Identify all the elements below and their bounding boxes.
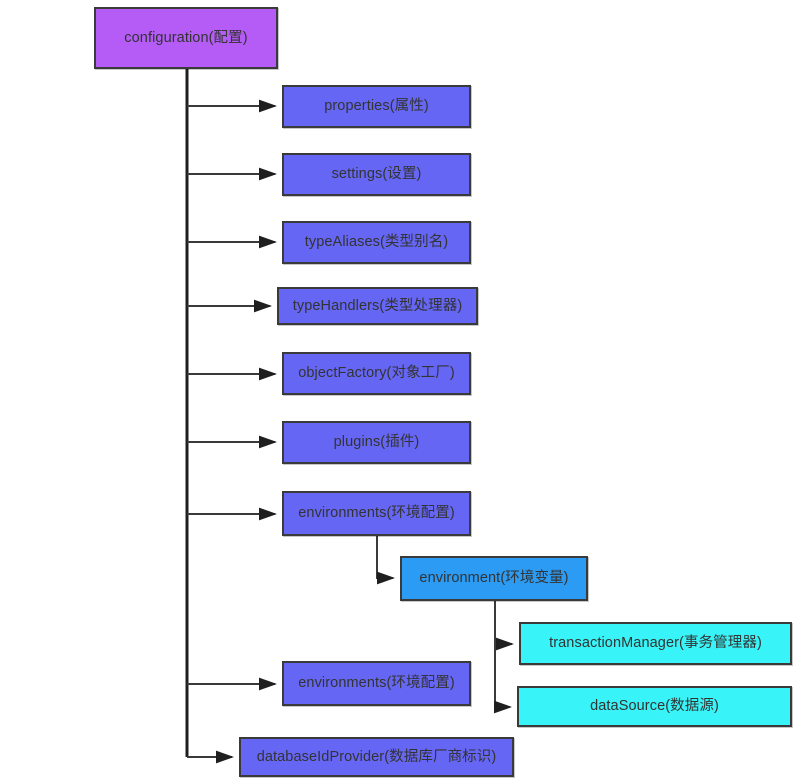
node-plugins-label: plugins(插件) (333, 434, 420, 451)
node-databaseidprovider[interactable]: databaseIdProvider(数据库厂商标识) (239, 737, 514, 777)
node-environments-label: environments(环境配置) (298, 505, 455, 522)
node-datasource-label: dataSource(数据源) (590, 698, 719, 715)
node-environment[interactable]: environment(环境变量) (400, 556, 588, 601)
node-properties[interactable]: properties(属性) (282, 85, 471, 128)
edge-environment-transactionmanager (494, 601, 514, 651)
node-environments-2-label: environments(环境配置) (298, 675, 455, 692)
node-environments-2[interactable]: environments(环境配置) (282, 661, 471, 706)
node-typehandlers[interactable]: typeHandlers(类型处理器) (277, 287, 478, 325)
node-settings[interactable]: settings(设置) (282, 153, 471, 196)
node-transactionmanager[interactable]: transactionManager(事务管理器) (519, 622, 792, 665)
node-settings-label: settings(设置) (331, 166, 422, 183)
node-configuration-label: configuration(配置) (124, 29, 248, 46)
node-typealiases-label: typeAliases(类型别名) (304, 234, 449, 251)
node-plugins[interactable]: plugins(插件) (282, 421, 471, 464)
node-objectfactory[interactable]: objectFactory(对象工厂) (282, 352, 471, 395)
node-typealiases[interactable]: typeAliases(类型别名) (282, 221, 471, 264)
edge-environment-datasource (494, 601, 512, 714)
node-transactionmanager-label: transactionManager(事务管理器) (549, 635, 762, 652)
node-typehandlers-label: typeHandlers(类型处理器) (292, 297, 463, 314)
node-configuration[interactable]: configuration(配置) (94, 7, 278, 69)
node-environments[interactable]: environments(环境配置) (282, 491, 471, 536)
node-properties-label: properties(属性) (324, 98, 429, 115)
node-environment-label: environment(环境变量) (419, 570, 569, 587)
node-databaseidprovider-label: databaseIdProvider(数据库厂商标识) (256, 748, 497, 765)
edge-environments-environment (376, 536, 395, 585)
node-datasource[interactable]: dataSource(数据源) (517, 686, 792, 727)
node-objectfactory-label: objectFactory(对象工厂) (298, 365, 455, 382)
